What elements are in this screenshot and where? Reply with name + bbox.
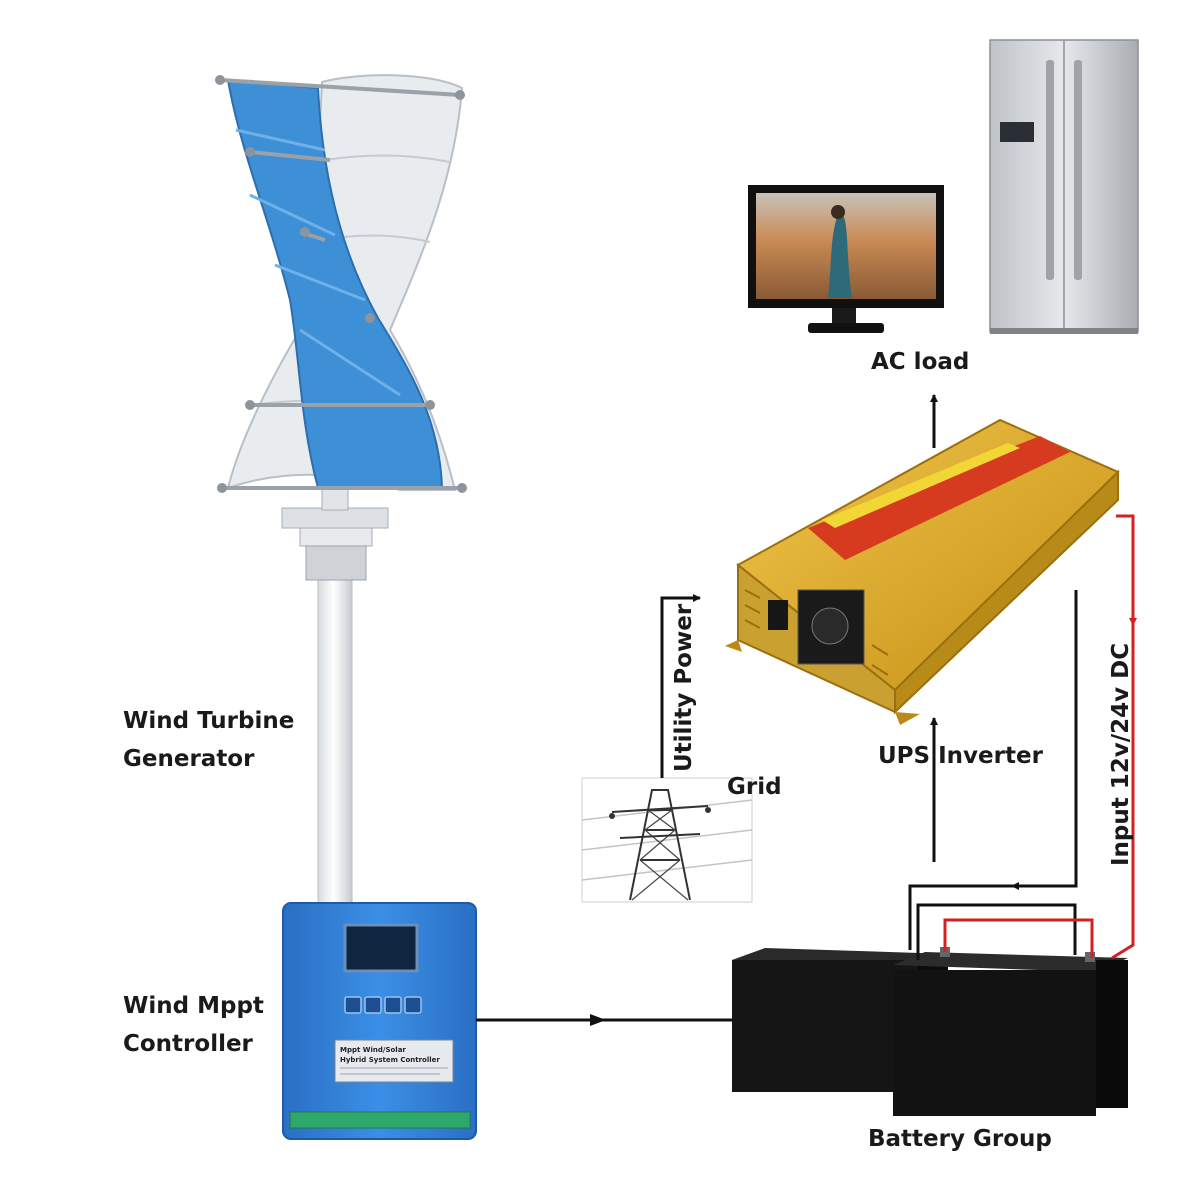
wiring [476, 394, 1137, 1026]
inverter-red-stripe [808, 436, 1070, 560]
turbine-pole [317, 574, 353, 906]
controller-terminals [289, 1111, 471, 1129]
grid-tower [581, 777, 753, 903]
refrigerator-load [989, 39, 1139, 334]
controller-plate-subtitle: Hybrid System Controller [340, 1056, 440, 1064]
controller-buttons [344, 996, 422, 1014]
ups-inverter [725, 418, 1120, 725]
wind-turbine-label-line1: Wind Turbine [123, 708, 295, 734]
controller-plate-title: Mppt Wind/Solar [340, 1046, 406, 1054]
battery-1 [732, 948, 950, 1092]
wire-dc-positive [1111, 514, 1135, 960]
wire-dc-negative [1011, 590, 1078, 890]
wind-turbine-label-line2: Generator [123, 746, 255, 772]
controller-lcd [343, 923, 419, 973]
input-dc-label: Input 12v/24v DC [1108, 642, 1134, 866]
mppt-label-line2: Controller [123, 1031, 253, 1057]
mppt-controller: Mppt Wind/Solar Hybrid System Controller [282, 902, 477, 1140]
battery-group-label: Battery Group [868, 1126, 1052, 1152]
mppt-label-line1: Wind Mppt [123, 993, 264, 1019]
battery-2 [893, 952, 1128, 1116]
wire-utility-power [660, 594, 701, 778]
wind-turbine [215, 74, 467, 906]
turbine-flange [281, 507, 389, 529]
monitor-load [748, 185, 944, 333]
ups-inverter-label: UPS Inverter [878, 743, 1043, 769]
utility-power-label: Utility Power [671, 603, 697, 772]
battery-group [732, 947, 1128, 1116]
ac-load-label: AC load [871, 349, 970, 375]
controller-nameplate [334, 1039, 454, 1083]
grid-label: Grid [727, 774, 782, 800]
